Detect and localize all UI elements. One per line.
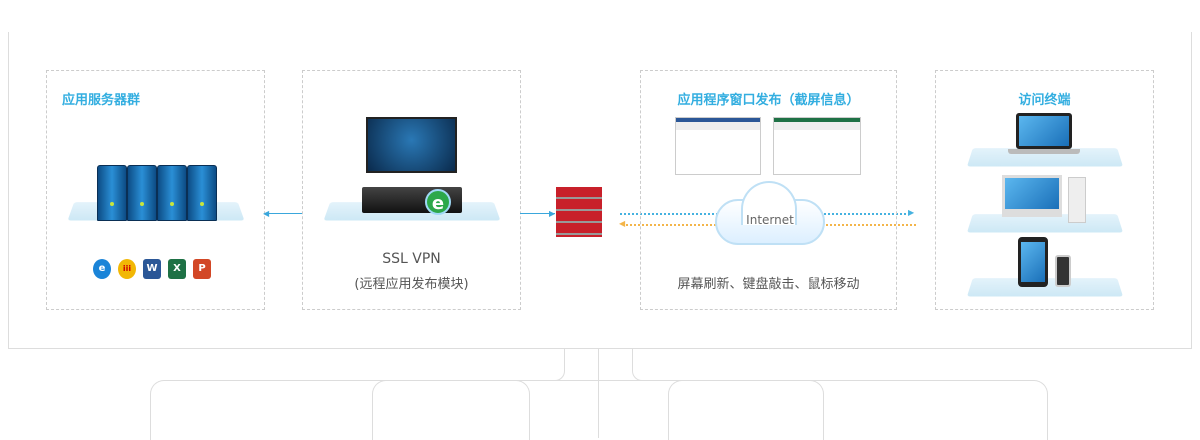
connector-line bbox=[515, 348, 565, 381]
panel-title: 应用服务器群 bbox=[62, 93, 141, 108]
server-icon bbox=[127, 165, 157, 221]
flow-arrow bbox=[266, 213, 303, 214]
arrow-head-icon: ◀ bbox=[263, 209, 270, 218]
ssl-vpn-panel: e SSL VPN (远程应用发布模块) bbox=[302, 70, 521, 310]
word-window-thumbnail bbox=[675, 117, 761, 175]
server-icon bbox=[97, 165, 127, 221]
event-caption: 屏幕刷新、键盘敲击、鼠标移动 bbox=[677, 277, 860, 292]
connector-line bbox=[632, 348, 672, 381]
excel-icon: X bbox=[168, 259, 186, 279]
app-publish-panel: 应用程序窗口发布（截屏信息） Internet 屏幕刷新、键盘敲击、鼠标移动 bbox=[640, 70, 897, 310]
laptop-icon bbox=[1016, 113, 1072, 149]
app-icon: iii bbox=[118, 259, 136, 279]
flow-arrow bbox=[520, 213, 555, 214]
arrow-head-icon: ◀ bbox=[619, 219, 626, 228]
cloud-label: Internet bbox=[746, 213, 794, 227]
vpn-subtitle: (远程应用发布模块) bbox=[354, 277, 469, 292]
tablet-icon bbox=[1018, 237, 1048, 287]
connector-line bbox=[598, 348, 599, 438]
desktop-tower-icon bbox=[1068, 177, 1086, 223]
vpn-title: SSL VPN bbox=[382, 251, 441, 267]
easyconnect-logo-icon: e bbox=[425, 189, 451, 215]
phone-icon bbox=[1055, 255, 1071, 287]
firewall-icon bbox=[556, 187, 602, 237]
panel-title: 应用程序窗口发布（截屏信息） bbox=[677, 93, 860, 108]
laptop-base bbox=[1008, 149, 1080, 154]
server-icon bbox=[187, 165, 217, 221]
server-icon bbox=[157, 165, 187, 221]
connector-line bbox=[150, 380, 530, 440]
connector-line bbox=[668, 380, 1048, 440]
excel-window-thumbnail bbox=[773, 117, 861, 175]
word-icon: W bbox=[143, 259, 161, 279]
ie-icon: e bbox=[93, 259, 111, 279]
cloud-icon bbox=[741, 181, 797, 225]
arrow-head-icon: ▶ bbox=[549, 209, 556, 218]
powerpoint-icon: P bbox=[193, 259, 211, 279]
panel-title: 访问终端 bbox=[1018, 93, 1071, 108]
arrow-head-icon: ▶ bbox=[908, 208, 915, 217]
monitor-icon bbox=[366, 117, 457, 173]
desktop-monitor-icon bbox=[1002, 175, 1062, 217]
server-cluster-panel: 应用服务器群 e iii W X P bbox=[46, 70, 265, 310]
access-terminals-panel: 访问终端 bbox=[935, 70, 1154, 310]
